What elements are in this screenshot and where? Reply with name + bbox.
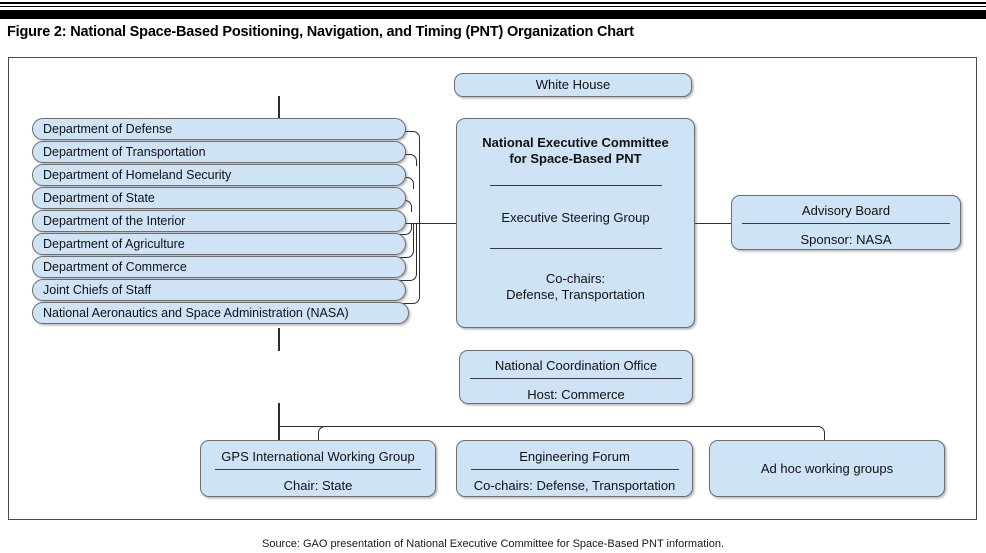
- node-ad-hoc-working-groups[interactable]: Ad hoc working groups: [709, 440, 945, 497]
- wg-divider: [215, 469, 421, 470]
- connector-wg-right: [278, 426, 825, 448]
- connector-bus-to-committee: [418, 222, 456, 225]
- node-advisory-board[interactable]: Advisory Board Sponsor: NASA: [731, 195, 961, 250]
- node-agency-agriculture[interactable]: Department of Agriculture: [32, 233, 406, 255]
- connector-agency-8: [398, 223, 417, 281]
- wg-detail: Chair: State: [283, 478, 353, 493]
- agency-label: Department of the Interior: [43, 214, 186, 228]
- committee-title-line2: for Space-Based PNT: [509, 151, 642, 166]
- node-agency-joint-chiefs[interactable]: Joint Chiefs of Staff: [32, 279, 406, 301]
- node-executive-committee[interactable]: National Executive Committee for Space-B…: [456, 118, 695, 328]
- node-engineering-forum[interactable]: Engineering Forum Co-chairs: Defense, Tr…: [456, 440, 693, 497]
- header-rule-top: [0, 2, 986, 4]
- agency-label: Department of State: [43, 191, 155, 205]
- wg-divider: [470, 469, 679, 470]
- advisory-board-divider: [742, 223, 950, 224]
- node-coordination-office[interactable]: National Coordination Office Host: Comme…: [459, 350, 693, 404]
- committee-cochairs-value: Defense, Transportation: [506, 287, 645, 302]
- node-agency-state[interactable]: Department of State: [32, 187, 406, 209]
- agency-label: Department of Commerce: [43, 260, 187, 274]
- connector-agency-3: [398, 177, 414, 189]
- connector-wg-center: [278, 426, 280, 448]
- node-agency-interior[interactable]: Department of the Interior: [32, 210, 406, 232]
- connector-agency-7: [398, 223, 414, 258]
- advisory-board-detail: Sponsor: NASA: [800, 232, 892, 247]
- figure-title: Figure 2: National Space-Based Positioni…: [7, 24, 634, 40]
- agency-label: Department of Defense: [43, 122, 173, 136]
- nco-divider: [470, 378, 682, 379]
- white-house-label: White House: [535, 77, 611, 92]
- node-gps-international-working-group[interactable]: GPS International Working Group Chair: S…: [200, 440, 436, 497]
- wg-title: Engineering Forum: [519, 449, 630, 464]
- connector-agency-9: [401, 223, 420, 304]
- node-agency-commerce[interactable]: Department of Commerce: [32, 256, 406, 278]
- node-white-house[interactable]: White House: [454, 73, 692, 97]
- connector-agency-2: [398, 154, 417, 166]
- committee-cochairs-label: Co-chairs:: [545, 271, 606, 286]
- agency-label: Department of Agriculture: [43, 237, 185, 251]
- agency-label: Joint Chiefs of Staff: [43, 283, 152, 297]
- connector-nco-stem: [278, 403, 280, 427]
- source-note: Source: GAO presentation of National Exe…: [261, 538, 725, 550]
- node-agency-defense[interactable]: Department of Defense: [32, 118, 406, 140]
- agency-label: Department of Homeland Security: [43, 168, 232, 182]
- agency-label: Department of Transportation: [43, 145, 206, 159]
- committee-divider-1: [489, 185, 662, 186]
- wg-detail: Co-chairs: Defense, Transportation: [473, 478, 676, 493]
- advisory-board-title: Advisory Board: [801, 203, 891, 218]
- nco-title: National Coordination Office: [494, 358, 658, 373]
- connector-committee-to-nco: [278, 328, 280, 351]
- header-black-bar: [0, 10, 986, 19]
- chart-frame: White House National Executive Committee…: [8, 57, 977, 520]
- wg-title: GPS International Working Group: [221, 449, 415, 464]
- node-agency-homeland-security[interactable]: Department of Homeland Security: [32, 164, 406, 186]
- node-agency-transportation[interactable]: Department of Transportation: [32, 141, 406, 163]
- header-rule-second: [0, 6, 986, 7]
- committee-title-line1: National Executive Committee: [482, 135, 669, 150]
- committee-divider-2: [489, 248, 662, 249]
- connector-committee-to-advisory: [695, 222, 731, 225]
- connector-whitehouse-to-committee: [278, 96, 280, 118]
- nco-detail: Host: Commerce: [527, 387, 625, 402]
- connector-agency-bus: [418, 138, 421, 223]
- committee-steering-group: Executive Steering Group: [501, 210, 650, 225]
- node-agency-nasa[interactable]: National Aeronautics and Space Administr…: [32, 302, 409, 324]
- wg-title: Ad hoc working groups: [760, 460, 894, 476]
- agency-label: National Aeronautics and Space Administr…: [43, 306, 349, 320]
